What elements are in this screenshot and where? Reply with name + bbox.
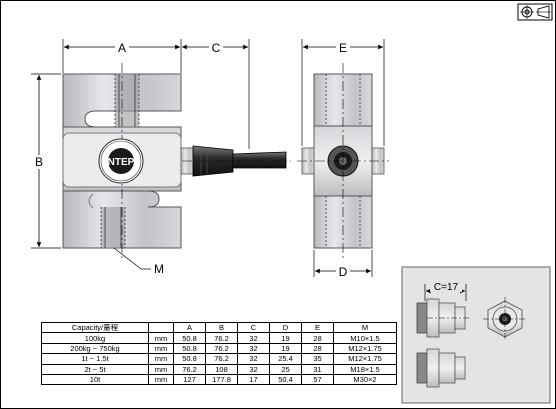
table-cell: M12×1.75 [333, 342, 397, 355]
table-cell: mm [148, 363, 174, 375]
inset-10t-variant: C=17 [401, 266, 551, 404]
ntep-logo: NTEP [98, 138, 144, 184]
table-cell: 19 [269, 332, 302, 344]
table-cell: 50.8 [173, 353, 206, 365]
load-cell-side-view [297, 63, 389, 259]
table-cell: 50.8 [173, 332, 206, 344]
load-cell-front-view [62, 63, 182, 259]
first-angle-projection-icon [517, 3, 553, 21]
dimension-c: C [182, 39, 250, 149]
table-cell: 25.4 [269, 353, 302, 365]
table-cell: 19 [269, 342, 302, 355]
table-header-cell: E [301, 321, 334, 334]
table-header-cell: C [237, 321, 270, 334]
table-cell: 32 [237, 363, 270, 375]
dimension-m-label: M [154, 262, 164, 276]
table-cell: 50.4 [269, 373, 302, 386]
table-header-cell: Capacity/量程 [41, 321, 149, 334]
dimension-a: A [62, 39, 182, 73]
table-cell: mm [148, 353, 174, 365]
table-cell: 32 [237, 332, 270, 344]
dimension-b-label: B [35, 155, 43, 169]
table-cell: 76.2 [205, 332, 238, 344]
dimension-d: D [313, 250, 373, 279]
dimension-b: B [31, 73, 61, 249]
table-cell: 127 [173, 373, 206, 386]
table-header-cell: D [269, 321, 302, 334]
dimension-e: E [301, 39, 385, 146]
table-header-cell: A [173, 321, 206, 334]
table-cell: 177.8 [205, 373, 238, 386]
table-cell: 2t ~ 5t [41, 363, 149, 375]
table-cell: 76.2 [205, 342, 238, 355]
dimension-e-label: E [339, 41, 347, 55]
table-cell: 200kg ~ 750kg [41, 342, 149, 355]
table-cell: M12×1.75 [333, 353, 397, 365]
table-cell: 1t ~ 1.5t [41, 353, 149, 365]
table-cell: 17 [237, 373, 270, 386]
inset-c-label: C=17 [434, 282, 459, 293]
table-header-cell: B [205, 321, 238, 334]
table-cell: 28 [301, 332, 334, 344]
table-cell: 76.2 [173, 363, 206, 375]
table-cell: mm [148, 342, 174, 355]
table-cell: M30×2 [333, 373, 397, 386]
thread-m-callout: M [113, 247, 164, 276]
table-cell: M10×1.5 [333, 332, 397, 344]
dimension-a-label: A [118, 41, 126, 55]
table-cell: 35 [301, 353, 334, 365]
table-cell: M18×1.5 [333, 363, 397, 375]
table-cell: 28 [301, 342, 334, 355]
dimension-d-label: D [339, 265, 348, 279]
table-cell: 32 [237, 353, 270, 365]
table-cell: 100kg [41, 332, 149, 344]
table-header-cell [148, 321, 174, 334]
table-header-cell: M [333, 321, 397, 334]
table-cell: 25 [269, 363, 302, 375]
table-cell: 108 [205, 363, 238, 375]
ntep-logo-text: NTEP [108, 157, 135, 168]
table-cell: 57 [301, 373, 334, 386]
table-cell: 10t [41, 373, 149, 386]
table-cell: 31 [301, 363, 334, 375]
table-cell: mm [148, 373, 174, 386]
table-cell: 32 [237, 342, 270, 355]
cable-gland [180, 145, 291, 177]
dimension-c-label: C [212, 41, 221, 55]
table-cell: mm [148, 332, 174, 344]
table-cell: 50.8 [173, 342, 206, 355]
table-cell: 76.2 [205, 353, 238, 365]
